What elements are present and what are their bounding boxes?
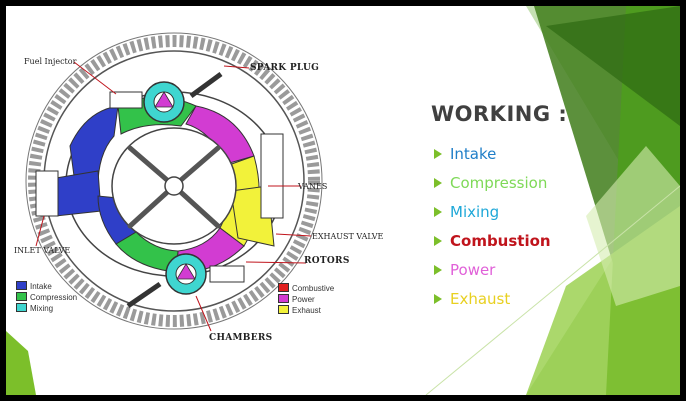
legend-swatch <box>278 294 289 303</box>
legend-swatch <box>16 303 27 312</box>
step-power: Power <box>434 255 551 284</box>
legend-right-item: Combustive <box>278 283 334 293</box>
bullet-arrow-icon <box>434 148 442 159</box>
rotors-label: ROTORS <box>304 256 350 266</box>
step-compression: Compression <box>434 168 551 197</box>
legend-label: Mixing <box>30 304 54 313</box>
step-label: Mixing <box>450 202 500 221</box>
step-label: Compression <box>450 173 548 192</box>
slide-decoration <box>6 6 680 395</box>
step-label: Power <box>450 260 496 279</box>
step-intake: Intake <box>434 139 551 168</box>
vanes-label: VANES <box>298 182 328 191</box>
bullet-arrow-icon <box>434 264 442 275</box>
center-hub <box>164 176 184 196</box>
bullet-arrow-icon <box>434 206 442 217</box>
legend-left-item: Compression <box>16 292 77 302</box>
rotary-engine-diagram <box>25 32 323 332</box>
legend-label: Exhaust <box>292 306 321 315</box>
inlet-valve-block <box>35 170 59 217</box>
legend-left-item: Intake <box>16 281 52 291</box>
fuel-injector-label: Fuel Injector <box>24 57 77 66</box>
working-steps-list: Intake Compression Mixing Combustion Pow… <box>434 139 551 313</box>
slide: Fuel Injector SPARK PLUG VANES EXHAUST V… <box>6 6 680 395</box>
step-label: Intake <box>450 144 497 163</box>
legend-right-item: Exhaust <box>278 305 321 315</box>
spark-plug-label: SPARK PLUG <box>250 63 320 73</box>
bullet-arrow-icon <box>434 177 442 188</box>
inlet-valve-label: INLET VALVE <box>14 246 71 255</box>
legend-label: Combustive <box>292 284 335 293</box>
step-mixing: Mixing <box>434 197 551 226</box>
legend-swatch <box>16 292 27 301</box>
bullet-arrow-icon <box>434 293 442 304</box>
step-exhaust: Exhaust <box>434 284 551 313</box>
legend-swatch <box>16 281 27 290</box>
step-label: Combustion <box>450 231 551 250</box>
gear-ring <box>28 35 320 327</box>
legend-label: Compression <box>30 293 78 302</box>
step-combustion: Combustion <box>434 226 551 255</box>
exhaust-valve-label: EXHAUST VALVE <box>312 232 384 241</box>
bullet-arrow-icon <box>434 235 442 246</box>
working-title: WORKING : <box>431 102 568 126</box>
legend-right-item: Power <box>278 294 315 304</box>
legend-label: Power <box>292 295 315 304</box>
legend-swatch <box>278 283 289 292</box>
chambers-label: CHAMBERS <box>209 333 273 343</box>
exhaust-valve-block <box>260 133 284 219</box>
step-label: Exhaust <box>450 289 511 308</box>
legend-label: Intake <box>30 282 52 291</box>
legend-left-item: Mixing <box>16 303 53 313</box>
intake-duct <box>55 170 102 217</box>
legend-swatch <box>278 305 289 314</box>
